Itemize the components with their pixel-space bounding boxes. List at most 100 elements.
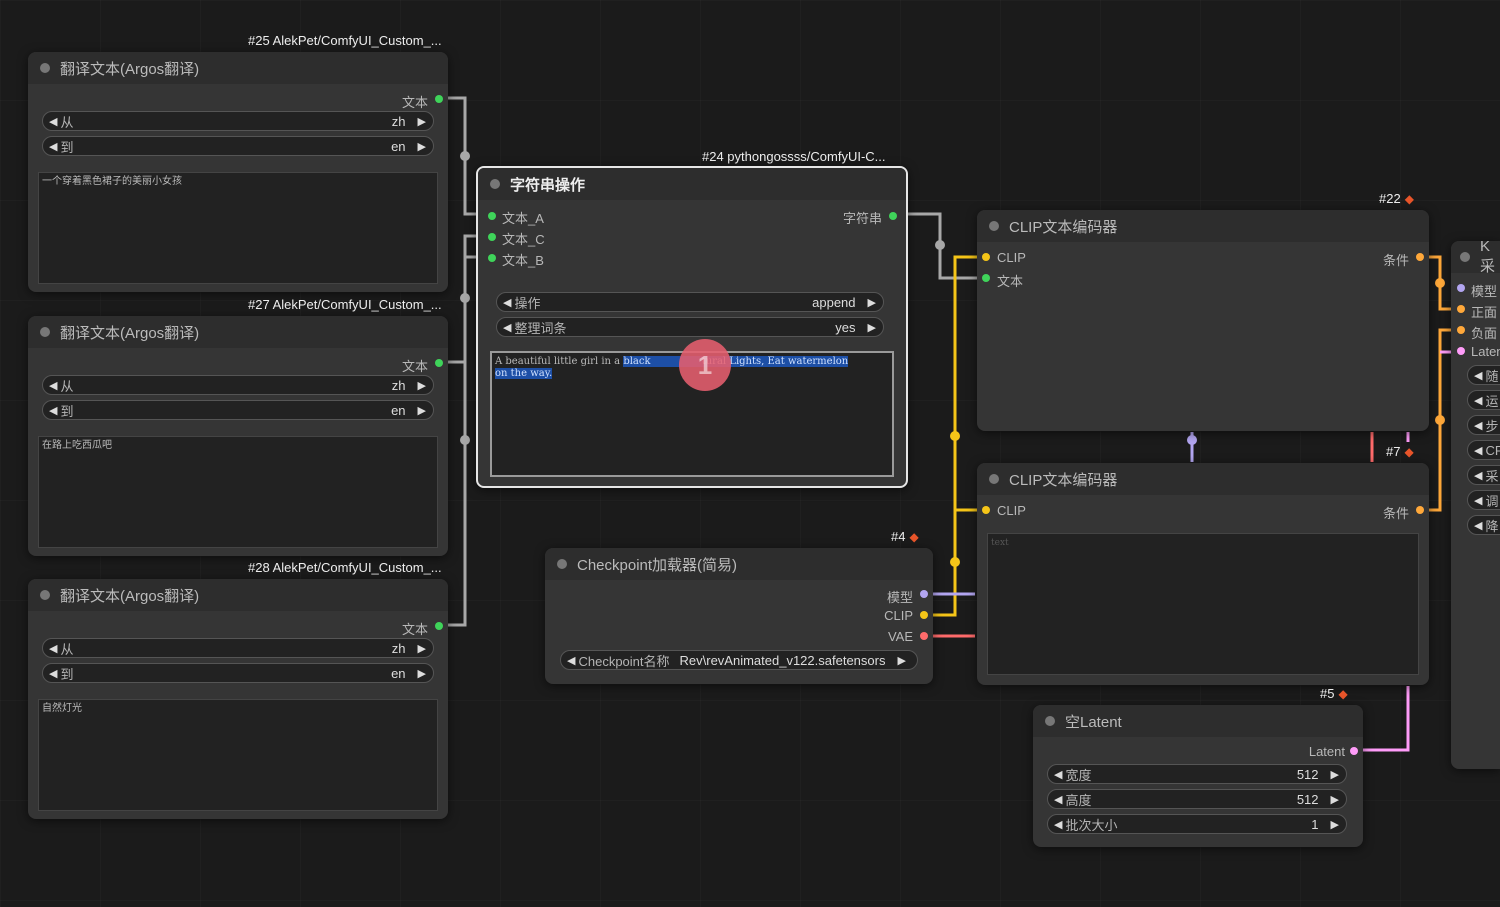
arrow-left-icon[interactable]: ◀ bbox=[49, 115, 58, 128]
input-socket-text[interactable] bbox=[982, 274, 990, 282]
collapse-dot-icon[interactable] bbox=[40, 63, 50, 73]
arrow-right-icon[interactable]: ▶ bbox=[867, 296, 876, 309]
collapse-dot-icon[interactable] bbox=[989, 221, 999, 231]
arrow-left-icon[interactable]: ◀ bbox=[49, 379, 58, 392]
node-header[interactable]: 翻译文本(Argos翻译) bbox=[28, 316, 448, 348]
node-header[interactable]: 空Latent bbox=[1033, 705, 1363, 737]
arrow-left-icon[interactable]: ◀ bbox=[49, 140, 58, 153]
output-socket-text[interactable] bbox=[435, 622, 443, 630]
checkpoint-loader-node[interactable]: Checkpoint加载器(简易) 模型 CLIP VAE ◀Checkpoin… bbox=[545, 548, 933, 684]
sampler-widget[interactable]: ◀采 bbox=[1467, 465, 1500, 485]
input-socket-negative[interactable] bbox=[1457, 326, 1465, 334]
input-socket-text-b[interactable] bbox=[488, 254, 496, 262]
collapse-dot-icon[interactable] bbox=[40, 327, 50, 337]
source-text-area[interactable]: 自然灯光 bbox=[38, 699, 438, 811]
arrow-right-icon[interactable]: ▶ bbox=[1330, 818, 1339, 831]
input-socket-text-a[interactable] bbox=[488, 212, 496, 220]
arrow-right-icon[interactable]: ▶ bbox=[417, 379, 426, 392]
collapse-dot-icon[interactable] bbox=[557, 559, 567, 569]
node-header[interactable]: 翻译文本(Argos翻译) bbox=[28, 579, 448, 611]
source-text-area[interactable]: 在路上吃西瓜吧 bbox=[38, 436, 438, 548]
output-socket-string[interactable] bbox=[889, 212, 897, 220]
node-header[interactable]: CLIP文本编码器 bbox=[977, 210, 1429, 242]
arrow-left-icon[interactable]: ◀ bbox=[1474, 444, 1483, 457]
node-header[interactable]: Checkpoint加载器(简易) bbox=[545, 548, 933, 580]
input-socket-latent[interactable] bbox=[1457, 347, 1465, 355]
arrow-left-icon[interactable]: ◀ bbox=[49, 642, 58, 655]
seed-widget[interactable]: ◀随 bbox=[1467, 365, 1500, 385]
clip-text-encoder-node-7[interactable]: CLIP文本编码器 CLIP 条件 text bbox=[977, 463, 1429, 685]
arrow-left-icon[interactable]: ◀ bbox=[1474, 394, 1483, 407]
ksampler-node[interactable]: K采 模型 正面 负面 Laten ◀随 ◀运 ◀步 ◀CF ◀采 ◀调 ◀降 bbox=[1451, 241, 1500, 769]
arrow-right-icon[interactable]: ▶ bbox=[897, 654, 906, 667]
arrow-right-icon[interactable]: ▶ bbox=[417, 140, 426, 153]
prompt-text-area[interactable]: text bbox=[987, 533, 1419, 675]
arrow-left-icon[interactable]: ◀ bbox=[1474, 469, 1483, 482]
collapse-dot-icon[interactable] bbox=[1045, 716, 1055, 726]
output-socket-text[interactable] bbox=[435, 359, 443, 367]
arrow-right-icon[interactable]: ▶ bbox=[417, 404, 426, 417]
node-header[interactable]: K采 bbox=[1451, 241, 1500, 275]
control-after-generate-widget[interactable]: ◀运 bbox=[1467, 390, 1500, 410]
input-socket-text-c[interactable] bbox=[488, 233, 496, 241]
arrow-left-icon[interactable]: ◀ bbox=[49, 667, 58, 680]
arrow-right-icon[interactable]: ▶ bbox=[1330, 768, 1339, 781]
node-header[interactable]: 翻译文本(Argos翻译) bbox=[28, 52, 448, 84]
input-socket-clip[interactable] bbox=[982, 253, 990, 261]
scheduler-widget[interactable]: ◀调 bbox=[1467, 490, 1500, 510]
arrow-left-icon[interactable]: ◀ bbox=[49, 404, 58, 417]
node-header[interactable]: CLIP文本编码器 bbox=[977, 463, 1429, 495]
cfg-widget[interactable]: ◀CF bbox=[1467, 440, 1500, 460]
arrow-left-icon[interactable]: ◀ bbox=[503, 296, 512, 309]
collapse-dot-icon[interactable] bbox=[989, 474, 999, 484]
denoise-widget[interactable]: ◀降 bbox=[1467, 515, 1500, 535]
output-socket-latent[interactable] bbox=[1350, 747, 1358, 755]
arrow-left-icon[interactable]: ◀ bbox=[1054, 793, 1063, 806]
arrow-right-icon[interactable]: ▶ bbox=[417, 642, 426, 655]
output-socket-model[interactable] bbox=[920, 590, 928, 598]
output-socket-clip[interactable] bbox=[920, 611, 928, 619]
input-socket-clip[interactable] bbox=[982, 506, 990, 514]
arrow-left-icon[interactable]: ◀ bbox=[567, 654, 576, 667]
arrow-right-icon[interactable]: ▶ bbox=[1330, 793, 1339, 806]
arrow-left-icon[interactable]: ◀ bbox=[1474, 494, 1483, 507]
output-socket-text[interactable] bbox=[435, 95, 443, 103]
arrow-left-icon[interactable]: ◀ bbox=[1474, 369, 1483, 382]
arrow-left-icon[interactable]: ◀ bbox=[1474, 419, 1483, 432]
arrow-right-icon[interactable]: ▶ bbox=[417, 667, 426, 680]
output-socket-vae[interactable] bbox=[920, 632, 928, 640]
source-text-area[interactable]: 一个穿着黑色裙子的美丽小女孩 bbox=[38, 172, 438, 284]
collapse-dot-icon[interactable] bbox=[40, 590, 50, 600]
node-header[interactable]: 字符串操作 bbox=[478, 168, 906, 200]
output-socket-conditioning[interactable] bbox=[1416, 253, 1424, 261]
arrow-right-icon[interactable]: ▶ bbox=[417, 115, 426, 128]
steps-widget[interactable]: ◀步 bbox=[1467, 415, 1500, 435]
arrow-left-icon[interactable]: ◀ bbox=[503, 321, 512, 334]
input-socket-model[interactable] bbox=[1457, 284, 1465, 292]
clip-text-encoder-node-22[interactable]: CLIP文本编码器 CLIP 文本 条件 bbox=[977, 210, 1429, 431]
arrow-left-icon[interactable]: ◀ bbox=[1054, 768, 1063, 781]
arrow-left-icon[interactable]: ◀ bbox=[1474, 519, 1483, 532]
output-socket-conditioning[interactable] bbox=[1416, 506, 1424, 514]
collapse-dot-icon[interactable] bbox=[490, 179, 500, 189]
arrow-left-icon[interactable]: ◀ bbox=[1054, 818, 1063, 831]
input-socket-positive[interactable] bbox=[1457, 305, 1465, 313]
arrow-right-icon[interactable]: ▶ bbox=[867, 321, 876, 334]
